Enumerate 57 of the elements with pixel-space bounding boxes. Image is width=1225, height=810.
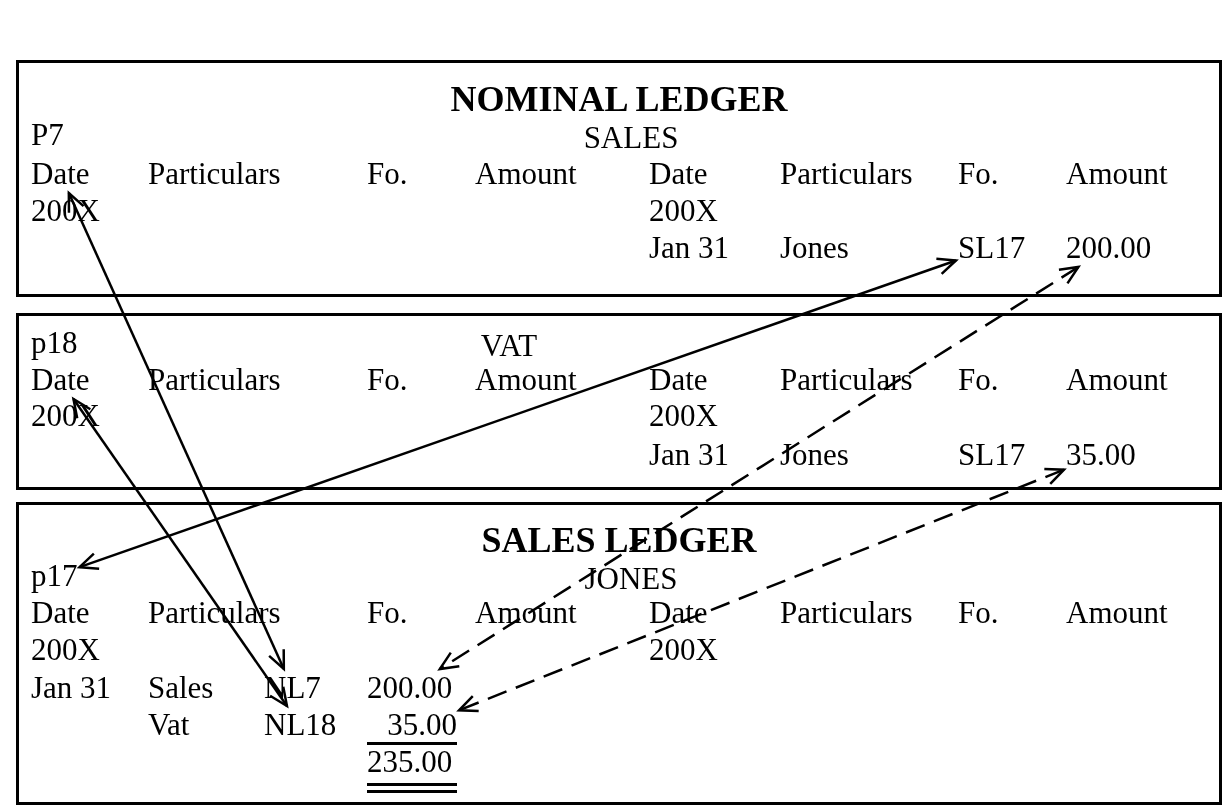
ledger-entry: 200.00 (1066, 231, 1152, 265)
ledger-entry: 35.00 (387, 708, 457, 742)
ledger-text: Jan 31 (649, 231, 730, 265)
posting-arrow (78, 257, 958, 570)
ledger-text: Date (649, 363, 708, 397)
account-name: JONES (584, 562, 678, 596)
ledger-text: Jones (780, 438, 849, 472)
ledger-text: 200X (649, 399, 718, 433)
ledger-text: Date (31, 596, 90, 630)
ledger-text: Fo. (367, 596, 408, 630)
ledger-entry: 200.00 (367, 671, 453, 705)
ledger-entry: p17 (31, 559, 78, 593)
ledger-text: Date (649, 157, 708, 191)
ledger-text: 200X (649, 194, 718, 228)
ledger-text: Particulars (780, 596, 913, 630)
ledger-text: Particulars (148, 157, 281, 191)
ledger-text: Fo. (958, 363, 999, 397)
ledger-text: Date (649, 596, 708, 630)
ledger-text: Amount (1066, 363, 1168, 397)
ledger-text: Amount (1066, 596, 1168, 630)
ledger-text: Fo. (958, 596, 999, 630)
ledger-text: P7 (31, 118, 64, 152)
posting-arrow (67, 191, 286, 671)
posting-arrow (438, 265, 1080, 671)
ledger-panel (16, 60, 1222, 297)
account-name: SALES (583, 121, 679, 155)
ledger-entry: SL17 (958, 231, 1026, 265)
ledger-text: Fo. (958, 157, 999, 191)
ledger-text: 200X (31, 633, 100, 667)
ledger-title: SALES LEDGER (481, 523, 757, 557)
ledger-text: Vat (148, 708, 190, 742)
ledger-panel (16, 502, 1222, 805)
account-name: VAT (480, 329, 538, 363)
ledger-text: Fo. (367, 363, 408, 397)
ledger-text: Particulars (780, 157, 913, 191)
ledger-text: p18 (31, 326, 78, 360)
ledger-entry: Date (31, 363, 90, 397)
ledger-text: Sales (148, 671, 214, 705)
posting-arrow (457, 467, 1066, 713)
ledger-entry: Date (31, 157, 90, 191)
ledger-text: Amount (475, 596, 577, 630)
ledger-text: Amount (475, 157, 577, 191)
ledger-text: Amount (1066, 157, 1168, 191)
ledger-entry: 35.00 (1066, 438, 1136, 472)
ledger-text: Amount (475, 363, 577, 397)
posting-arrow (72, 397, 289, 708)
ledger-text: Jones (780, 231, 849, 265)
ledger-text: Particulars (780, 363, 913, 397)
ledger-entry: NL18 (264, 708, 337, 742)
ledger-text: 200X (649, 633, 718, 667)
ledger-text: SL17 (958, 438, 1026, 472)
ledger-text: Fo. (367, 157, 408, 191)
ledger-panel (16, 313, 1222, 490)
ledger-title: NOMINAL LEDGER (450, 82, 788, 116)
total-amount: 235.00 (367, 745, 453, 779)
ledger-text: Jan 31 (31, 671, 112, 705)
ledger-text: Jan 31 (649, 438, 730, 472)
